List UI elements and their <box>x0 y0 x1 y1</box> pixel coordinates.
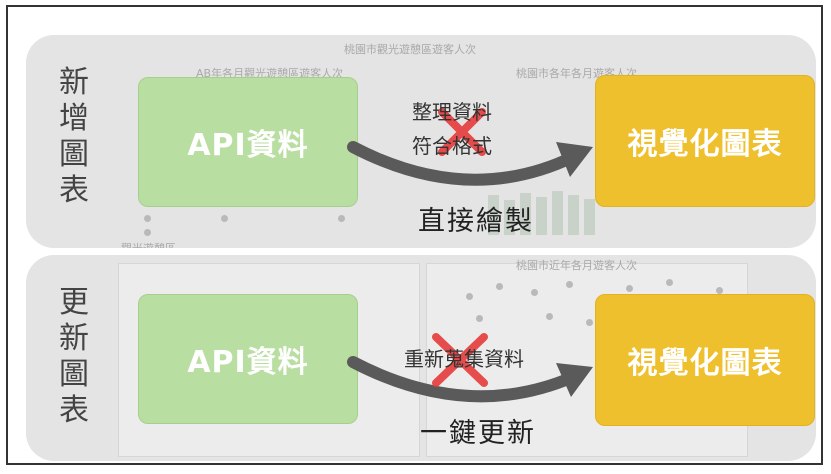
bg-node <box>144 229 151 236</box>
curved-arrow-update <box>347 356 579 403</box>
bg-point <box>626 285 633 292</box>
bg-bar <box>552 191 563 235</box>
process-line-2: 符合格式 <box>412 134 492 158</box>
bg-bar <box>584 199 595 235</box>
bg-bar <box>536 197 547 235</box>
bg-left-chart-title: AB年各月觀光遊憩區遊客人次 <box>196 67 344 80</box>
bg-bar <box>504 200 515 235</box>
bg-point <box>496 283 503 290</box>
bg-point <box>476 315 483 322</box>
process-line-1: 整理資料 <box>412 100 492 124</box>
diagram-frame: 桃園市觀光遊憩區遊客人次 AB年各月觀光遊憩區遊客人次 桃園市各年各月遊客人次 … <box>6 5 823 465</box>
side-label-add: 新增圖表 <box>59 65 89 208</box>
api-data-box: API資料 <box>138 294 358 424</box>
bg-node <box>221 215 228 222</box>
bg-bar <box>488 195 499 235</box>
flow-arrows <box>347 108 593 403</box>
visualization-box: 視覺化圖表 <box>595 294 815 426</box>
bg-point <box>531 289 538 296</box>
process-text-update: 重新蒐集資料 <box>404 342 524 376</box>
bg-point <box>546 313 553 320</box>
bg-point <box>666 279 673 286</box>
api-data-label: API資料 <box>187 345 309 380</box>
visualization-label: 視覺化圖表 <box>627 346 783 381</box>
bg-point <box>566 281 573 288</box>
side-label-update: 更新圖表 <box>59 285 89 428</box>
arrow-head-update <box>556 363 593 397</box>
cross-mark-add <box>438 108 486 156</box>
process-text-add: 整理資料 符合格式 <box>412 95 492 163</box>
bg-point <box>586 319 593 326</box>
visualization-box: 視覺化圖表 <box>595 75 815 207</box>
cross-mark-update <box>432 333 488 387</box>
bg-legend: 觀光遊憩區 <box>121 240 176 248</box>
result-text-update: 一鍵更新 <box>420 418 536 449</box>
bg-point <box>466 293 473 300</box>
api-data-box: API資料 <box>138 77 358 207</box>
curved-arrow-add <box>347 141 579 186</box>
bg-point <box>716 287 723 294</box>
bg-top-title: 桃園市觀光遊憩區遊客人次 <box>344 43 476 56</box>
visualization-label: 視覺化圖表 <box>627 127 783 162</box>
bg-node <box>338 215 345 222</box>
bg-node <box>144 215 151 222</box>
process-line-1: 重新蒐集資料 <box>404 347 524 371</box>
arrow-head-add <box>556 142 593 177</box>
api-data-label: API資料 <box>187 128 309 163</box>
bg-bar <box>520 193 531 235</box>
result-text-add: 直接繪製 <box>418 206 534 237</box>
bg-bottom-chart-title: 桃園市近年各月遊客人次 <box>516 259 637 272</box>
bg-bar <box>568 195 579 235</box>
